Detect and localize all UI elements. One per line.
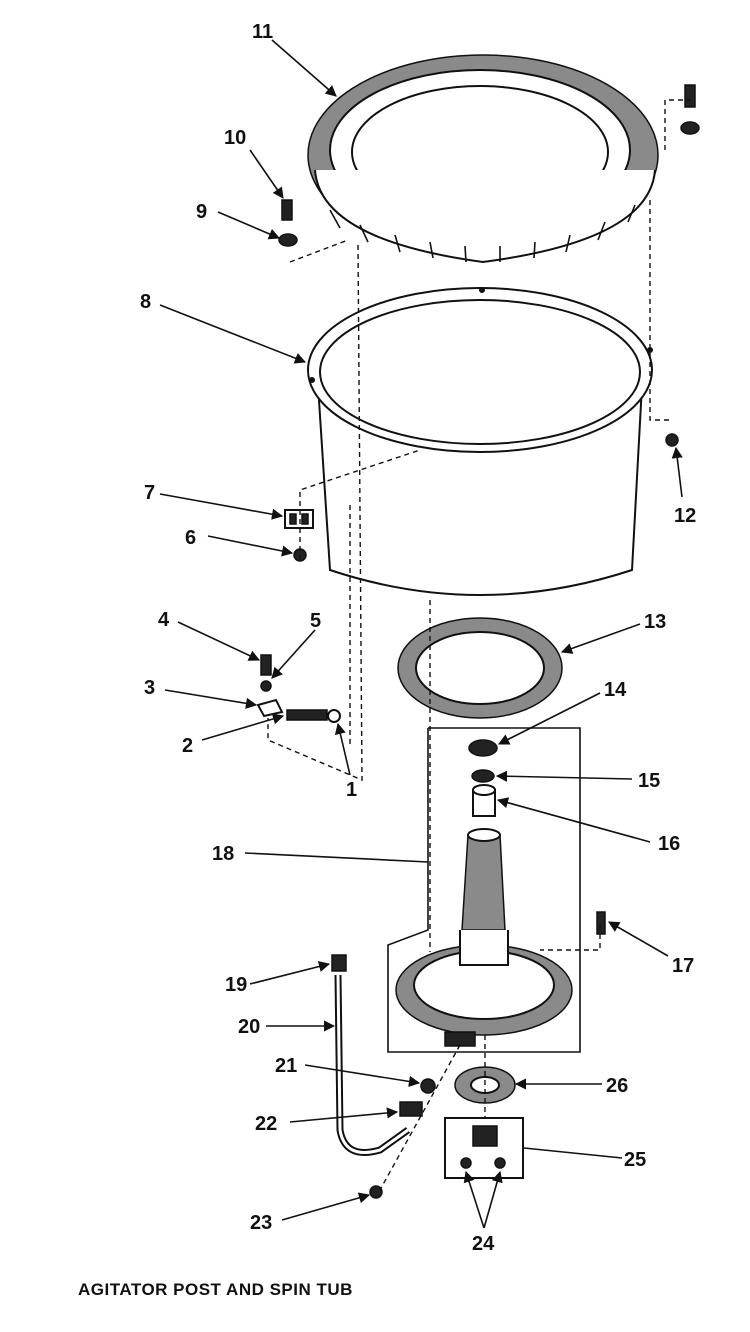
callout-17: 17 bbox=[672, 955, 694, 977]
callout-12: 12 bbox=[674, 505, 696, 527]
callout-20: 20 bbox=[238, 1016, 260, 1038]
callout-8: 8 bbox=[140, 291, 151, 313]
tub-clip-part bbox=[284, 509, 314, 562]
callout-25: 25 bbox=[624, 1149, 646, 1171]
callout-21: 21 bbox=[275, 1055, 297, 1077]
callout-2: 2 bbox=[182, 735, 193, 757]
callout-3: 3 bbox=[144, 677, 155, 699]
hose-assembly bbox=[331, 954, 436, 1199]
alignment-lines bbox=[267, 99, 690, 1191]
callout-24: 24 bbox=[472, 1233, 495, 1255]
small-fastener-assembly bbox=[256, 654, 341, 723]
callout-26: 26 bbox=[606, 1075, 628, 1097]
callout-23: 23 bbox=[250, 1212, 272, 1234]
callout-6: 6 bbox=[185, 527, 196, 549]
callout-13: 13 bbox=[644, 611, 666, 633]
callout-16: 16 bbox=[658, 833, 680, 855]
callout-4: 4 bbox=[158, 609, 170, 631]
bolt-washer-right bbox=[680, 84, 700, 135]
balance-ring-part bbox=[307, 54, 659, 264]
callout-14: 14 bbox=[604, 679, 627, 701]
agitator-post-hub-part bbox=[395, 828, 573, 1047]
callout-22: 22 bbox=[255, 1113, 277, 1135]
screw-part-17 bbox=[596, 911, 606, 935]
seal-bushing-stack bbox=[468, 739, 498, 817]
leader-lines bbox=[159, 39, 683, 1229]
callout-18: 18 bbox=[212, 843, 234, 865]
spin-tub-part bbox=[307, 287, 653, 596]
gasket-ring-part bbox=[397, 617, 563, 719]
callout-11: 11 bbox=[252, 21, 273, 43]
coupling-part-25 bbox=[444, 1117, 524, 1179]
diagram-title: AGITATOR POST AND SPIN TUB bbox=[78, 1280, 353, 1299]
callout-15: 15 bbox=[638, 770, 660, 792]
callout-5: 5 bbox=[310, 610, 321, 632]
bolt-washer-left bbox=[278, 199, 298, 247]
callout-labels: 1 2 3 4 5 6 7 8 9 10 11 12 13 14 15 16 1… bbox=[140, 21, 696, 1255]
callout-19: 19 bbox=[225, 974, 247, 996]
callout-10: 10 bbox=[224, 127, 246, 149]
callout-1: 1 bbox=[346, 779, 357, 801]
callout-9: 9 bbox=[196, 201, 207, 223]
nut-part-12 bbox=[665, 433, 679, 447]
callout-7: 7 bbox=[144, 482, 155, 504]
